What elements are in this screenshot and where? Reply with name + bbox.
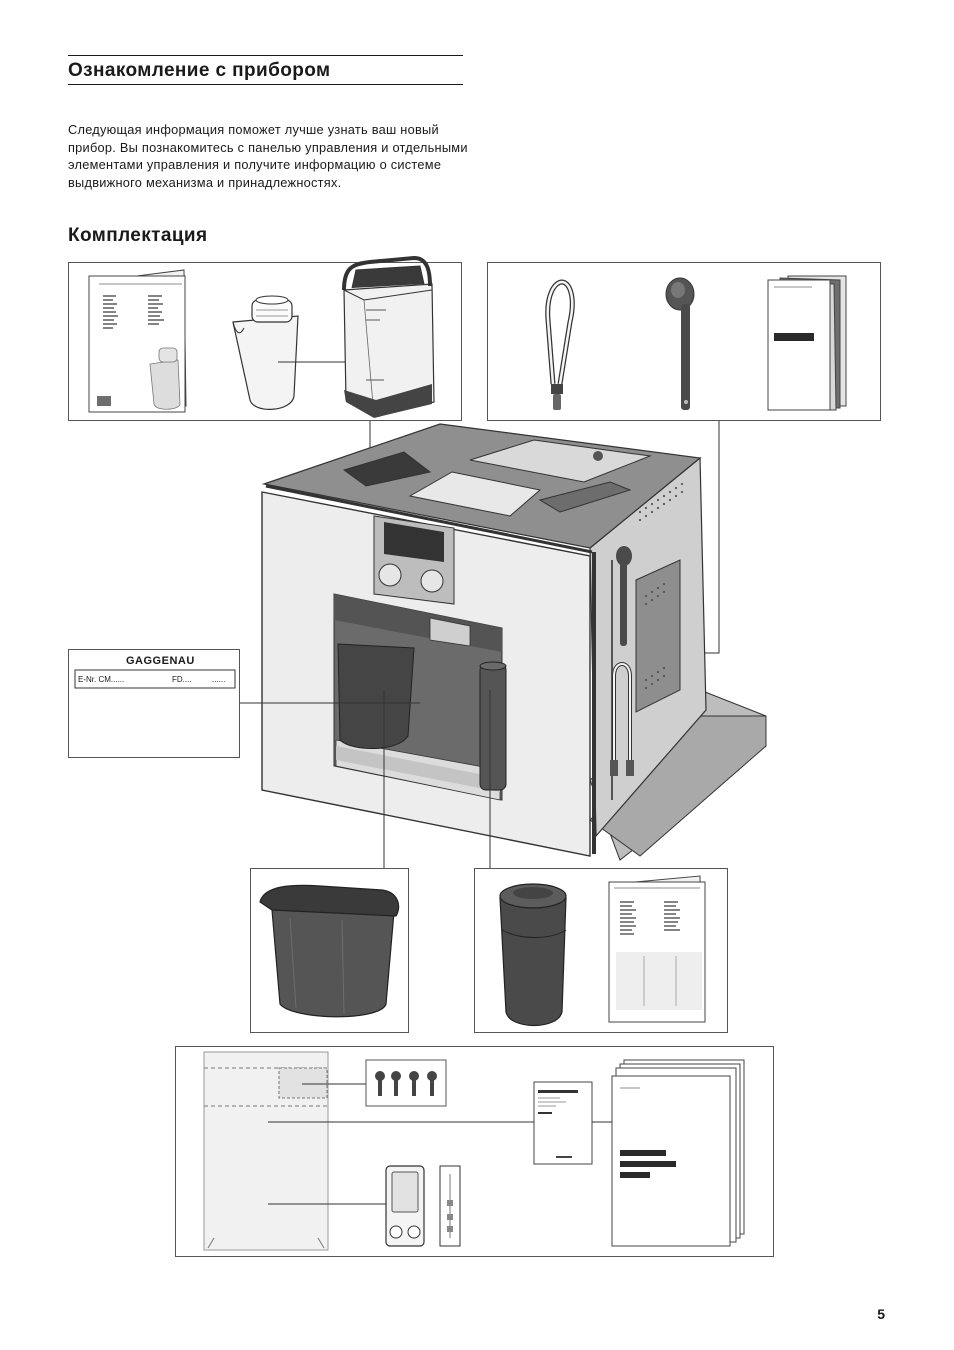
milk-manual-icon bbox=[608, 875, 706, 1023]
installation-docs-icon bbox=[611, 1059, 745, 1247]
title-rule-bottom bbox=[68, 84, 463, 85]
intro-paragraph: Следующая информация поможет лучше узнат… bbox=[68, 122, 468, 190]
water-filter-icon bbox=[232, 295, 299, 410]
rating-plate-enr: E-Nr. CM...... bbox=[78, 675, 125, 684]
title-rule-top bbox=[68, 55, 463, 56]
rating-plate-brand: GAGGENAU bbox=[126, 655, 195, 667]
booklet-icon bbox=[88, 269, 187, 413]
page-number: 5 bbox=[877, 1306, 885, 1322]
box-rating-plate bbox=[68, 649, 240, 758]
control-panel-part-icon bbox=[385, 1165, 425, 1247]
screws-icon bbox=[365, 1059, 447, 1107]
water-tank-icon bbox=[342, 255, 435, 418]
section-title: Ознакомление с прибором bbox=[68, 60, 331, 81]
grounds-container-icon bbox=[259, 884, 400, 1018]
rating-plate-frame bbox=[74, 669, 236, 689]
milk-tube-icon bbox=[545, 279, 575, 410]
manual-booklet-icon bbox=[767, 275, 847, 411]
rating-plate-serial: ...... bbox=[212, 675, 226, 684]
installation-bag-icon bbox=[203, 1051, 329, 1251]
rating-plate-fd: FD.... bbox=[172, 675, 192, 684]
milk-container-icon bbox=[499, 883, 567, 1027]
subsection-title: Комплектация bbox=[68, 225, 208, 246]
trim-strip-icon bbox=[439, 1165, 461, 1247]
coffee-machine-illustration bbox=[261, 423, 767, 861]
measuring-spoon-icon bbox=[665, 277, 695, 410]
installation-card-icon bbox=[533, 1081, 593, 1165]
